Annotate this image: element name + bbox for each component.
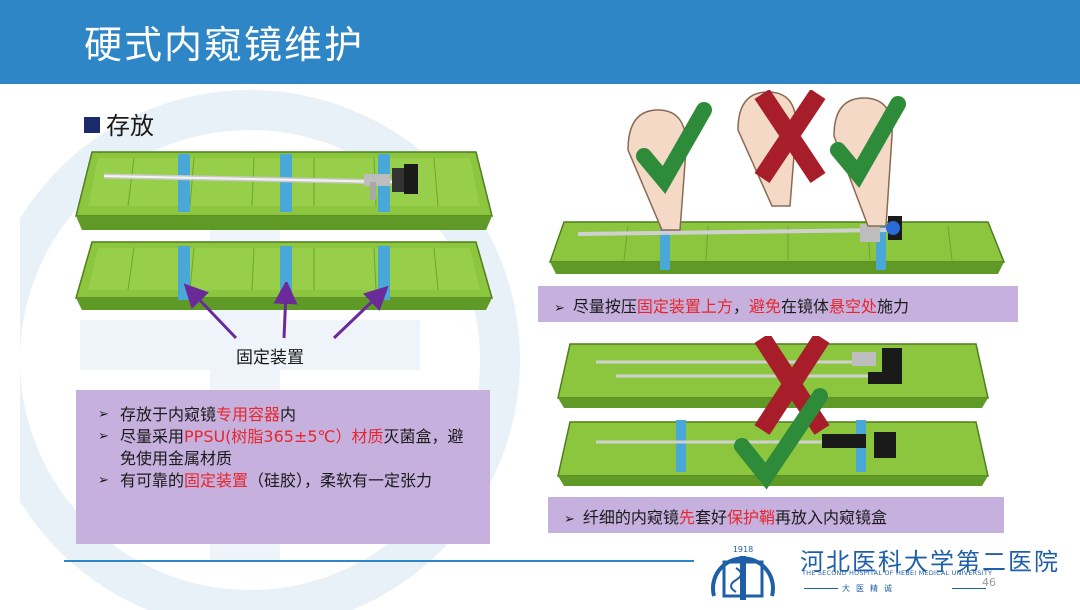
arrow-bullet-icon: ➢ bbox=[98, 473, 109, 488]
empty-tray-image bbox=[75, 241, 493, 310]
tray-with-scope-image bbox=[75, 151, 493, 230]
body-text: 纤细的内窥镜 bbox=[582, 508, 679, 527]
pointer-arrows bbox=[183, 282, 389, 340]
arrow-bullet-icon: ➢ bbox=[98, 407, 109, 422]
body-text: 在镜体 bbox=[780, 297, 829, 316]
body-text: 尽量按压 bbox=[572, 297, 637, 316]
highlight-text: 专用容器 bbox=[216, 405, 281, 424]
check-icon bbox=[830, 96, 906, 188]
motto-right-line bbox=[952, 588, 986, 589]
body-text: （硅胶），柔软有一定张力 bbox=[248, 471, 433, 490]
hospital-motto: 大医精诚 bbox=[842, 584, 898, 593]
arrow-bullet-icon: ➢ bbox=[98, 429, 109, 444]
highlight-text: 悬空处 bbox=[828, 297, 877, 316]
page-number: 46 bbox=[982, 576, 996, 589]
hospital-logo: 1918 bbox=[711, 545, 775, 600]
sheath-tip-box: ➢ 纤细的内窥镜先套好保护鞘再放入内窥镜盒 bbox=[548, 497, 1004, 533]
highlight-text: 先 bbox=[678, 508, 695, 527]
arrow-bullet-icon: ➢ bbox=[564, 512, 575, 527]
body-text: 套好 bbox=[694, 508, 727, 527]
highlight-text: 固定装置上方 bbox=[636, 297, 733, 316]
bullet-item: ➢ 有可靠的固定装置（硅胶），柔软有一定张力 bbox=[96, 470, 476, 492]
bullet-item: ➢ 尽量采用PPSU(树脂365±5℃）材质灭菌盒，避免使用金属材质 bbox=[96, 426, 476, 470]
square-bullet-icon bbox=[84, 117, 100, 133]
highlight-text: 保护鞘 bbox=[726, 508, 775, 527]
pressing-tray-image bbox=[548, 90, 1006, 274]
pressing-tip-box: ➢ 尽量按压固定装置上方，避免在镜体悬空处施力 bbox=[538, 286, 1018, 322]
arrow-bullet-icon: ➢ bbox=[554, 301, 565, 316]
highlight-text: PPSU(树脂365±5℃）材质 bbox=[184, 427, 384, 446]
section-heading: 存放 bbox=[84, 106, 154, 141]
highlight-text: 固定装置 bbox=[184, 471, 249, 490]
body-text: ， bbox=[732, 297, 749, 316]
body-text: 施力 bbox=[877, 297, 910, 316]
hospital-name-english: THE SECOND HOSPITAL OF HEBEI MEDICAL UNI… bbox=[802, 569, 993, 577]
bullet-item: ➢ 存放于内窥镜专用容器内 bbox=[96, 404, 476, 426]
body-text: 灭菌盒，避免使用金属材质 bbox=[120, 427, 464, 468]
svg-text:1918: 1918 bbox=[733, 545, 753, 554]
storage-notes-list: ➢ 存放于内窥镜专用容器内 ➢ 尽量采用PPSU(树脂365±5℃）材质灭菌盒，避免使… bbox=[96, 404, 476, 492]
hospital-name: 河北医科大学第二医院 bbox=[800, 548, 1060, 576]
cross-icon bbox=[754, 90, 826, 183]
storage-notes-box: ➢ 存放于内窥镜专用容器内 ➢ 尽量采用PPSU(树脂365±5℃）材质灭菌盒，避免使… bbox=[76, 390, 490, 544]
footer-divider bbox=[64, 560, 694, 562]
motto-left-line bbox=[804, 588, 838, 589]
check-icon bbox=[734, 388, 828, 490]
sheath-trays-image bbox=[557, 336, 989, 490]
body-text: 尽量采用 bbox=[120, 427, 185, 446]
body-text: 存放于内窥镜 bbox=[120, 405, 217, 424]
slide-title: 硬式内窥镜维护 bbox=[84, 23, 365, 67]
highlight-text: 避免 bbox=[748, 297, 781, 316]
body-text: 内 bbox=[280, 405, 297, 424]
check-icon bbox=[636, 102, 712, 194]
body-text: 有可靠的 bbox=[120, 471, 185, 490]
title-bar: 硬式内窥镜维护 bbox=[0, 0, 1080, 84]
fixing-device-label: 固定装置 bbox=[236, 348, 304, 368]
body-text: 再放入内窥镜盒 bbox=[774, 508, 887, 527]
